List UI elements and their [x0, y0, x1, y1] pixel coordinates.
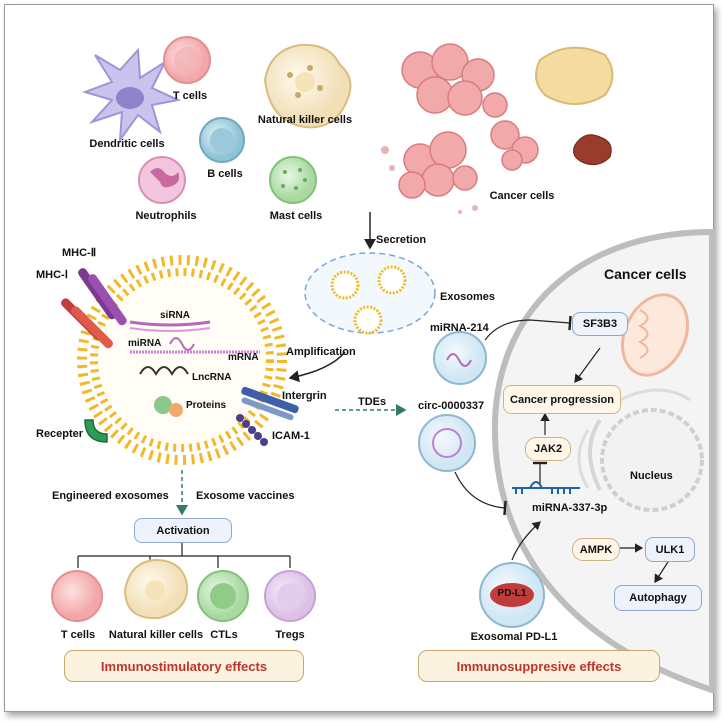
- ctl-cell-icon: [197, 570, 249, 622]
- label-exosomes: Exosomes: [440, 291, 496, 303]
- label-secretion: Secretion: [376, 234, 427, 246]
- mhc-i-icon: [61, 298, 113, 349]
- label-tdes: TDEs: [358, 396, 387, 408]
- t-cell-icon: [163, 36, 211, 84]
- label-exosomal-pd-l1: Exosomal PD-L1: [470, 631, 558, 643]
- label-t-cells: T cells: [172, 90, 208, 102]
- mirna-214-inhibits-sf3b3: [484, 315, 572, 341]
- ampk-box: AMPK: [572, 538, 620, 561]
- sf3b3-to-progression: [574, 347, 601, 383]
- mast-cell-icon: [269, 156, 317, 204]
- label-b-cells: B cells: [207, 168, 243, 180]
- label-proteins: Proteins: [186, 400, 227, 411]
- dendritic-cell-icon: [81, 47, 182, 144]
- immunostimulatory-effects-box: Immunostimulatory effects: [64, 650, 304, 682]
- treg-cell-icon: [264, 570, 316, 622]
- icam-1-icon: [236, 414, 268, 446]
- circ-inhibits-mirna-337: [454, 471, 507, 516]
- label-amplification: Amplification: [286, 346, 356, 358]
- label-recepter: Recepter: [36, 428, 84, 440]
- label-sirna: siRNA: [160, 310, 191, 321]
- label-nucleus: Nucleus: [630, 470, 673, 482]
- ulk1-box: ULK1: [645, 537, 695, 562]
- label-mirna-214: miRNA-214: [430, 322, 489, 334]
- cancer-cell-cluster-icon: [381, 43, 614, 214]
- tde-exosome-cloud-icon: [304, 252, 436, 335]
- autophagy-box: Autophagy: [614, 585, 702, 611]
- label-activated-t-cells: T cells: [60, 629, 96, 641]
- amplification-arrow: [288, 351, 346, 383]
- label-dendritic-cells: Dendritic cells: [89, 138, 165, 150]
- cancer-progression-box: Cancer progression: [503, 385, 621, 414]
- label-ctls: CTLs: [210, 629, 238, 641]
- label-cancer-cells-cluster: Cancer cells: [489, 190, 555, 202]
- label-lncrna: LncRNA: [192, 372, 232, 383]
- label-mast-cells: Mast cells: [269, 210, 323, 222]
- b-cell-icon: [199, 117, 245, 163]
- label-mhc-ii: MHC-Ⅱ: [62, 247, 97, 259]
- circ-0000337-vesicle-icon: [418, 414, 476, 472]
- label-mirna-337-3p: miRNA-337-3p: [532, 502, 608, 514]
- label-natural-killer-cells: Natural killer cells: [257, 114, 353, 126]
- mirna-214-vesicle-icon: [433, 331, 487, 385]
- label-engineered-exosomes: Engineered exosomes: [52, 490, 169, 502]
- recepter-icon: [84, 419, 108, 443]
- label-intergrin: Intergrin: [282, 390, 327, 402]
- pd-l1-vesicle-icon: [479, 562, 545, 628]
- neutrophil-icon: [138, 156, 186, 204]
- engineered-exosome-icon: [77, 255, 287, 465]
- label-mirna: miRNA: [128, 338, 162, 349]
- natural-killer-cell-icon: [263, 43, 352, 129]
- label-neutrophils: Neutrophils: [135, 210, 197, 222]
- intergrin-icon: [241, 386, 299, 421]
- label-mrna: mRNA: [228, 352, 259, 363]
- cancer-panel-title: Cancer cells: [604, 266, 687, 282]
- ulk1-to-autophagy: [654, 561, 669, 584]
- mhc-ii-icon: [78, 268, 127, 326]
- nucleus-icon: [577, 388, 704, 512]
- label-exosome-vaccines: Exosome vaccines: [196, 490, 295, 502]
- activation-tree-lines: [77, 543, 291, 568]
- label-pd-l1: PD-L1: [497, 588, 527, 599]
- sf3b3-box: SF3B3: [572, 312, 628, 336]
- label-mhc-i: MHC-Ⅰ: [36, 269, 68, 281]
- jak2-box: JAK2: [525, 437, 571, 461]
- label-icam-1: ICAM-1: [272, 430, 310, 442]
- label-activated-nk-cells: Natural killer cells: [108, 629, 204, 641]
- activated-nk-cell-icon: [123, 558, 189, 620]
- activation-box: Activation: [134, 518, 232, 543]
- mirna-337-strand-icon: [512, 481, 580, 494]
- pdl1-arrow: [511, 521, 541, 561]
- label-tregs: Tregs: [275, 629, 305, 641]
- label-circ-0000337: circ-0000337: [418, 400, 485, 412]
- activated-t-cell-icon: [51, 570, 103, 622]
- immunosuppressive-effects-box: Immunosuppresive effects: [418, 650, 660, 682]
